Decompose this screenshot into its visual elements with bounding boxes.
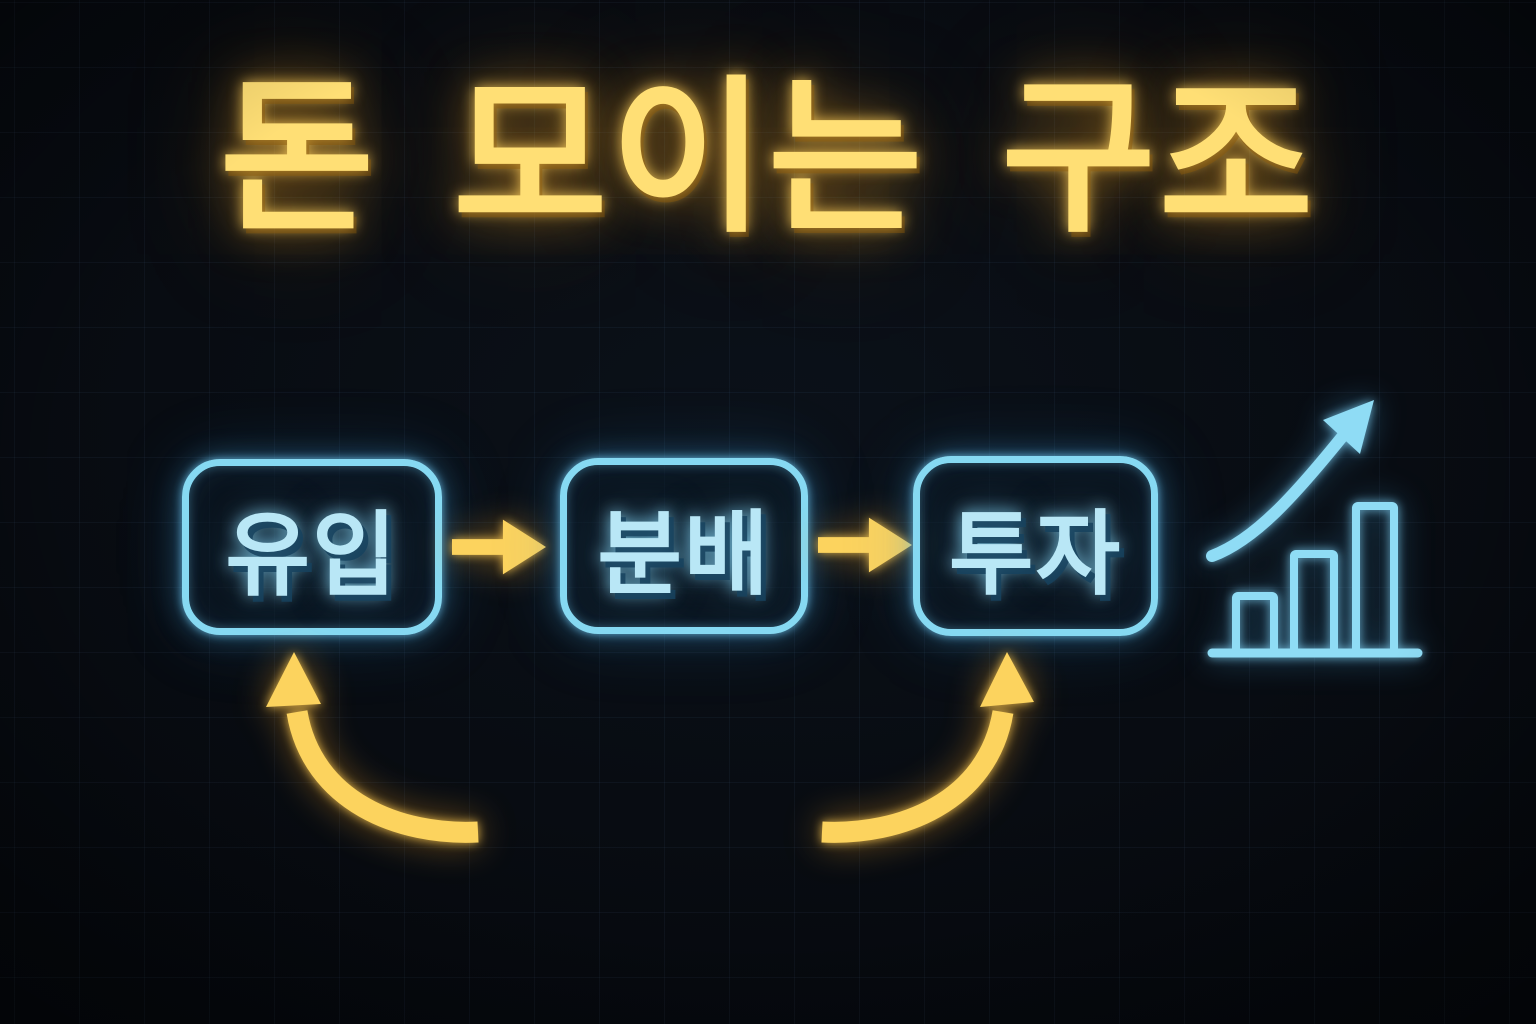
feedback-arrow-investment-icon: [821, 652, 1034, 843]
flow-node-investment: 투자: [913, 456, 1158, 636]
arrow-right-icon: [818, 517, 912, 573]
feedback-arrowhead: [980, 652, 1034, 707]
flow-node-inflow-label: 유입: [225, 504, 399, 607]
growth-chart-icon: [1206, 400, 1423, 658]
arrow-right-shape: [452, 519, 546, 575]
feedback-curve: [286, 709, 479, 843]
page-title: 돈 모이는 구조: [219, 64, 1317, 252]
growth-chart-strokes: [1206, 431, 1423, 658]
arrow-right-shape: [818, 517, 912, 573]
arrow-right-icon: [452, 519, 546, 575]
flow-node-inflow: 유입: [182, 459, 442, 635]
chart-bar-small: [1232, 592, 1278, 657]
chart-bar-medium: [1290, 550, 1338, 657]
flow-node-investment-label: 투자: [948, 503, 1123, 606]
feedback-arrow-inflow-icon: [266, 652, 479, 843]
chart-bar-tall: [1352, 502, 1398, 657]
feedback-curve: [821, 709, 1014, 843]
feedback-arrowhead: [266, 652, 321, 707]
flow-node-distribution: 분배: [560, 458, 808, 634]
chart-trend-curve: [1206, 431, 1348, 562]
flow-node-distribution-label: 분배: [597, 503, 771, 606]
